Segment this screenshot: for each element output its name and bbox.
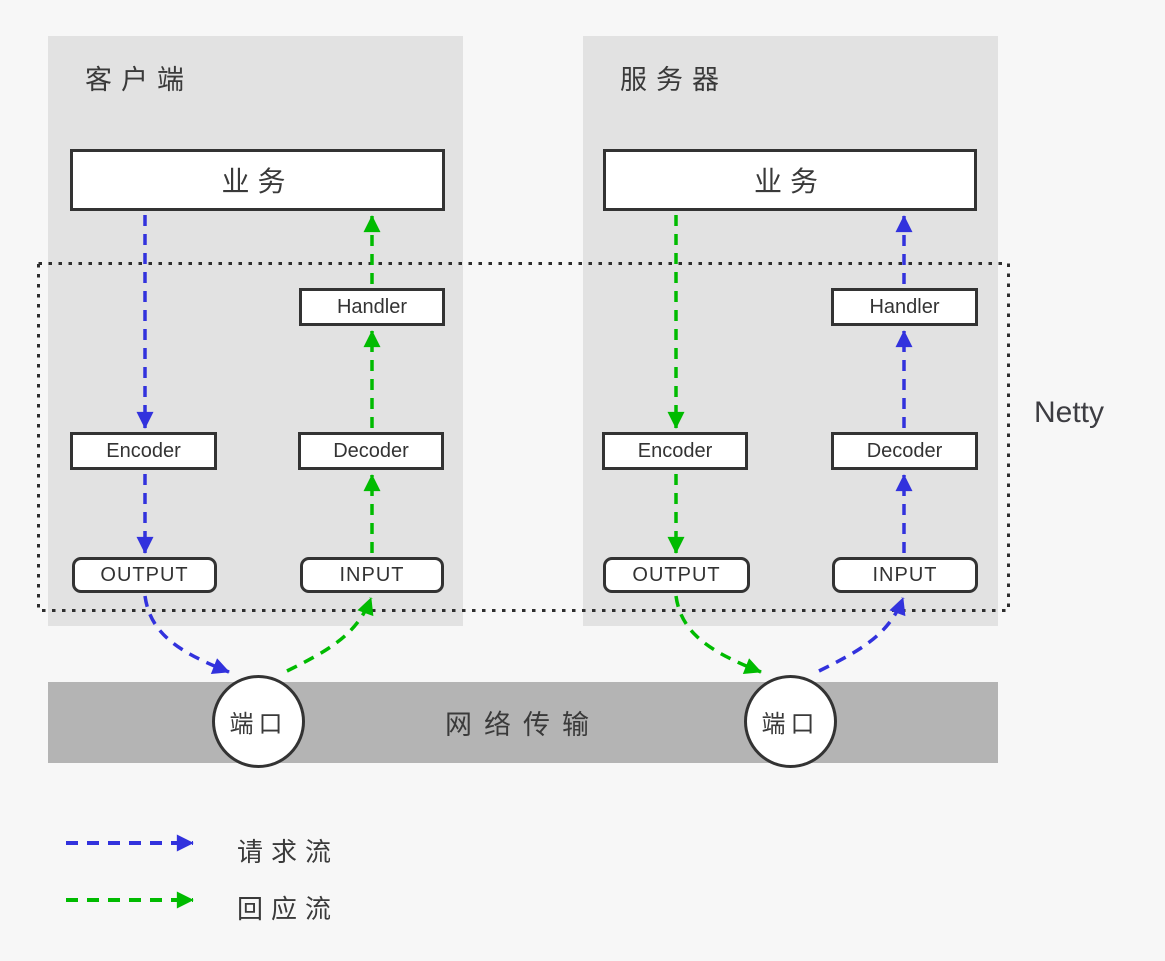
client-input-box: INPUT xyxy=(300,557,444,593)
client-decoder-box: Decoder xyxy=(298,432,444,470)
server-panel: 服务器 xyxy=(583,36,998,626)
client-output-box: OUTPUT xyxy=(72,557,217,593)
server-decoder-box: Decoder xyxy=(831,432,978,470)
netty-label: Netty xyxy=(1034,396,1105,429)
client-panel-title: 客户端 xyxy=(85,65,193,95)
legend-response-label: 回应流 xyxy=(237,895,340,924)
server-input-box: INPUT xyxy=(832,557,978,593)
server-output-box: OUTPUT xyxy=(603,557,750,593)
client-panel: 客户端 xyxy=(48,36,463,626)
network-transmission-bar: 网络传输 xyxy=(48,682,998,763)
server-handler-box: Handler xyxy=(831,288,978,326)
server-panel-title: 服务器 xyxy=(620,65,728,95)
server-port-circle: 端口 xyxy=(744,675,837,768)
client-business-box: 业务 xyxy=(70,149,445,211)
network-bar-label: 网络传输 xyxy=(445,710,601,740)
client-handler-box: Handler xyxy=(299,288,445,326)
server-business-box: 业务 xyxy=(603,149,977,211)
client-port-circle: 端口 xyxy=(212,675,305,768)
legend-request-label: 请求流 xyxy=(237,838,340,867)
server-encoder-box: Encoder xyxy=(602,432,748,470)
client-encoder-box: Encoder xyxy=(70,432,217,470)
